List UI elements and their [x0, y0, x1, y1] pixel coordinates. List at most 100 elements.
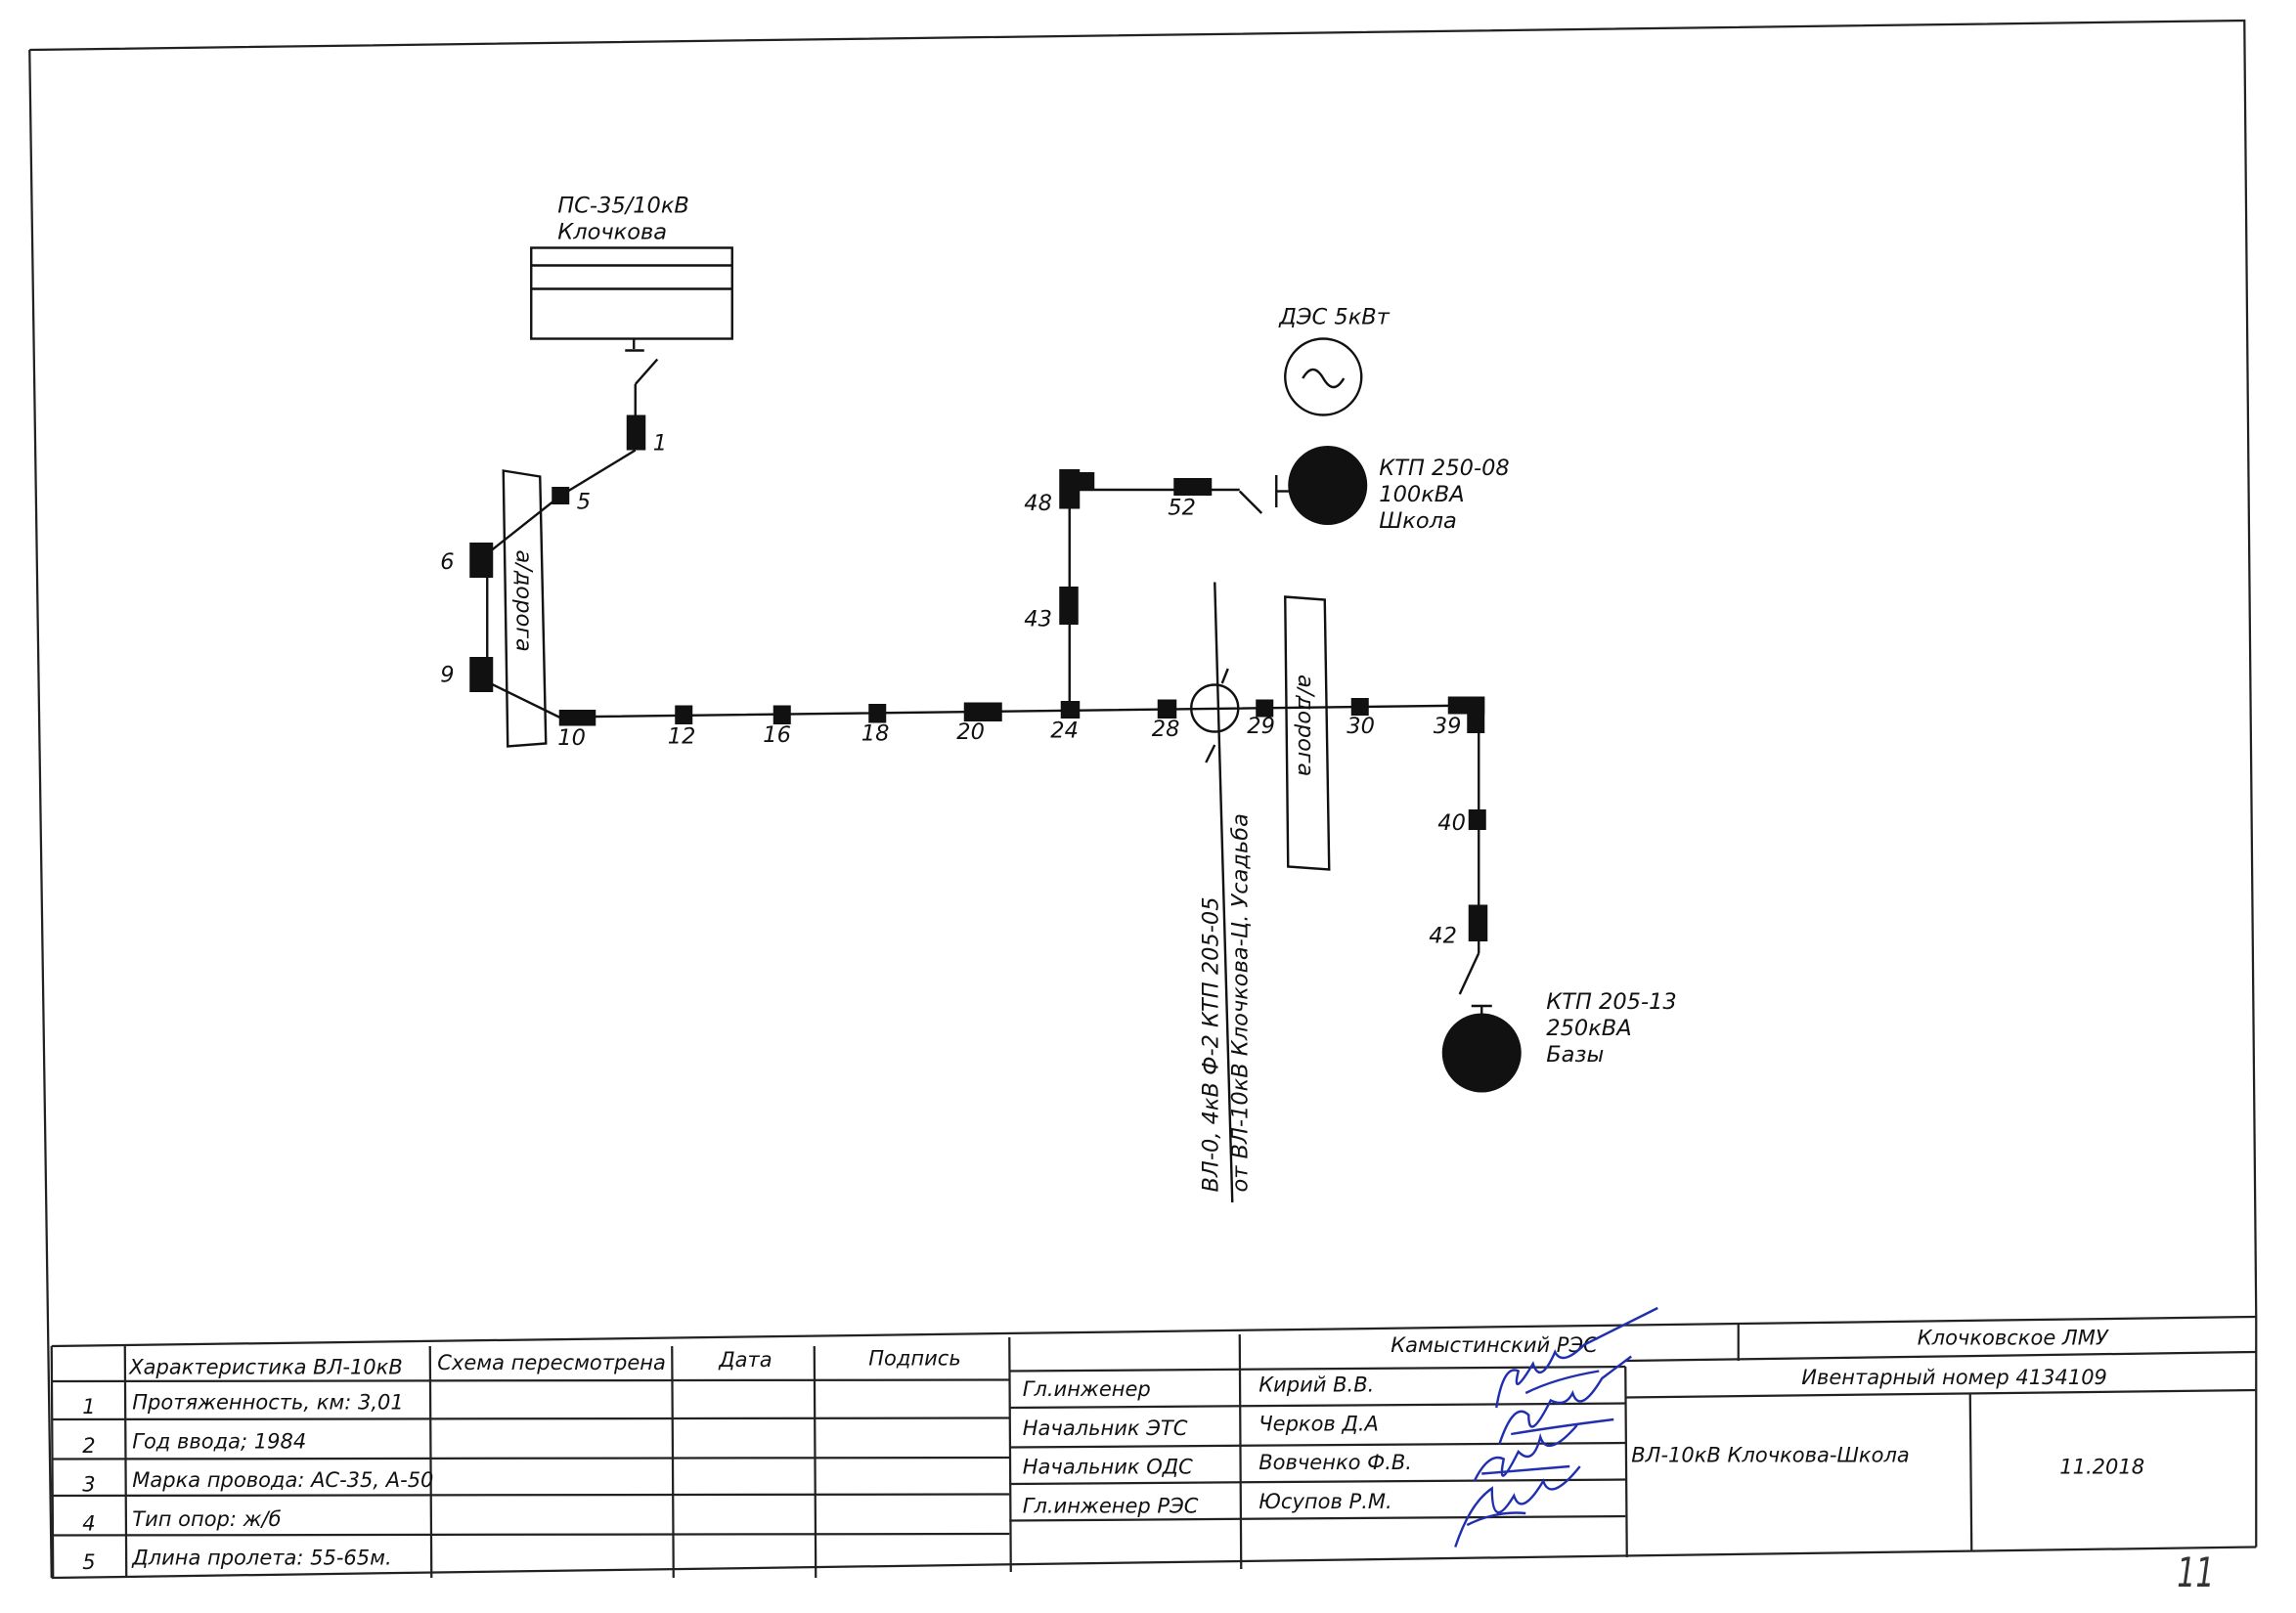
row-number: 2 — [82, 1434, 95, 1458]
road-right: а/дорога — [1284, 595, 1331, 871]
transformer-icon — [1288, 446, 1368, 525]
pole-icon — [1157, 699, 1177, 719]
row-number: 3 — [82, 1473, 95, 1497]
pole-number: 9 — [440, 663, 454, 688]
pole-24: 24 — [1050, 701, 1081, 744]
pole-30: 30 — [1347, 698, 1375, 739]
substation-name: ПС-35/10кВ — [557, 194, 689, 219]
pole-5: 5 — [552, 487, 591, 515]
staff-name: Черков Д.А — [1258, 1412, 1379, 1435]
header-revised: Схема пересмотрена — [437, 1351, 666, 1374]
row-characteristic: Протяженность, км: 3,01 — [132, 1391, 404, 1415]
row-number: 4 — [82, 1511, 95, 1535]
page-number: 11 — [2177, 1548, 2214, 1596]
pole-icon — [675, 705, 693, 724]
ktp-school-location: Школа — [1379, 508, 1457, 534]
ktp-bases-name: КТП 205-13 — [1546, 989, 1676, 1015]
pole-28: 28 — [1152, 699, 1180, 742]
header-date: Дата — [718, 1348, 772, 1372]
pole-number: 18 — [861, 721, 890, 747]
pole-icon — [558, 710, 596, 726]
pole-icon — [773, 705, 791, 724]
revision-date: 11.2018 — [2059, 1456, 2144, 1479]
staff-role: Начальник ОДС — [1023, 1456, 1193, 1479]
row-characteristic: Год ввода; 1984 — [132, 1429, 306, 1453]
transformer-icon — [1441, 1013, 1522, 1093]
staff-role: Гл.инженер — [1023, 1377, 1151, 1401]
pole-18: 18 — [861, 704, 890, 747]
header-signature: Подпись — [868, 1347, 960, 1371]
pole-icon — [626, 414, 646, 451]
pole-number: 28 — [1152, 717, 1180, 742]
switch-icon — [1238, 490, 1263, 514]
pole-number: 39 — [1434, 714, 1462, 739]
pole-icon — [1256, 699, 1274, 718]
wires — [486, 449, 1492, 1015]
pole-number: 5 — [577, 490, 591, 515]
poles: 1 5 6 9 10 12 16 18 20 24 28 29 30 39 40 42 43 48 52 — [440, 414, 1488, 949]
pole-icon — [868, 704, 887, 723]
crossing-line: ВЛ-0, 4кВ Ф-2 КТП 205-05 от ВЛ-10кВ Клоч… — [1190, 582, 1253, 1203]
title-block: Характеристика ВЛ-10кВ Схема пересмотрен… — [50, 1315, 2258, 1580]
inventory-number: Ивентарный номер 4134109 — [1801, 1366, 2107, 1389]
road-label: а/дорога — [510, 550, 536, 652]
road-left: а/дорога — [502, 469, 548, 748]
crossing-line-name: ВЛ-0, 4кВ Ф-2 КТП 205-05 — [1198, 896, 1223, 1192]
row-characteristic: Марка провода: АС-35, А-50 — [132, 1468, 433, 1492]
pole-number: 30 — [1347, 714, 1375, 739]
pole-number: 42 — [1429, 924, 1457, 949]
pole-number: 12 — [668, 724, 696, 750]
sheet-frame-left — [28, 49, 53, 1579]
ktp-school: КТП 250-08 100кВА Школа — [1288, 446, 1510, 534]
switch-icon — [1458, 952, 1480, 995]
pole-icon — [1060, 701, 1081, 719]
generator-label: ДЭС 5кВт — [1278, 305, 1390, 330]
staff-name: Вовченко Ф.В. — [1258, 1451, 1412, 1474]
handwritten-signatures — [1454, 1306, 1658, 1548]
pole-52: 52 — [1168, 478, 1213, 521]
row-number: 1 — [82, 1395, 95, 1418]
substation: ПС-35/10кВ Клочкова — [530, 194, 733, 418]
pole-number: 40 — [1437, 810, 1466, 836]
staff-name: Кирий В.В. — [1258, 1373, 1374, 1397]
road-label: а/дорога — [1293, 675, 1318, 776]
org-name: Камыстинский РЭС — [1391, 1333, 1598, 1357]
pole-number: 1 — [653, 431, 667, 457]
staff-role: Начальник ЭТС — [1023, 1417, 1188, 1440]
pole-6: 6 — [440, 543, 494, 578]
substation-location: Клочкова — [557, 220, 667, 245]
crossing-line-source: от ВЛ-10кВ Клочкова-Ц. Усадьба — [1227, 813, 1253, 1192]
pole-number: 24 — [1050, 719, 1079, 744]
pole-number: 10 — [557, 725, 586, 751]
staff-name: Юсупов Р.М. — [1258, 1490, 1391, 1513]
pole-number: 48 — [1024, 491, 1052, 516]
pole-9: 9 — [440, 657, 494, 692]
row-characteristic: Тип опор: ж/б — [132, 1507, 281, 1531]
pole-icon — [1468, 809, 1486, 830]
generator: ДЭС 5кВт — [1278, 305, 1391, 416]
header-characteristic: Характеристика ВЛ-10кВ — [128, 1356, 403, 1379]
staff-role: Гл.инженер РЭС — [1023, 1494, 1199, 1517]
pole-10: 10 — [557, 710, 596, 751]
pole-number: 52 — [1168, 496, 1196, 521]
pole-number: 29 — [1247, 714, 1275, 739]
pole-40: 40 — [1437, 809, 1486, 836]
switch-icon — [634, 358, 659, 385]
pole-icon — [1173, 478, 1213, 496]
pole-icon — [963, 702, 1002, 721]
pole-number: 16 — [763, 722, 791, 748]
ktp-bases-location: Базы — [1546, 1042, 1604, 1068]
ktp-bases: КТП 205-13 250кВА Базы — [1441, 989, 1677, 1093]
sheet-frame — [29, 19, 2258, 1318]
pole-icon — [469, 657, 494, 692]
pole-number: 20 — [956, 719, 985, 745]
pole-29: 29 — [1247, 699, 1275, 739]
ktp-school-name: КТП 250-08 — [1379, 456, 1509, 481]
pole-icon — [1350, 698, 1369, 716]
row-number: 5 — [82, 1550, 95, 1574]
pole-icon — [552, 487, 570, 504]
pole-1: 1 — [626, 414, 667, 457]
pole-number: 43 — [1024, 607, 1052, 632]
pole-42: 42 — [1429, 904, 1488, 949]
pole-16: 16 — [763, 705, 791, 748]
